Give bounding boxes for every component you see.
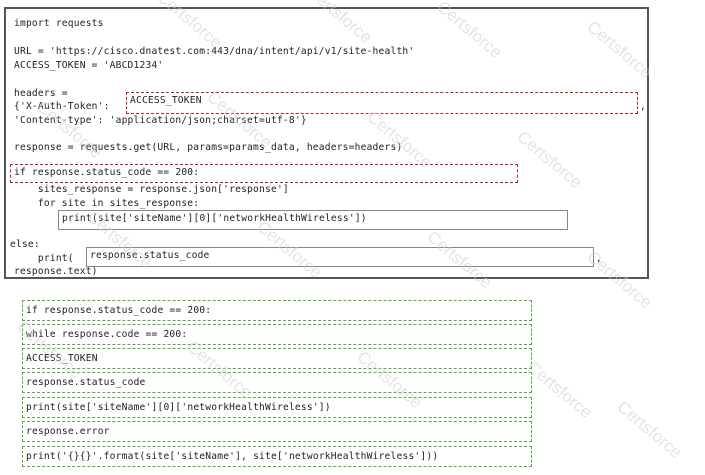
option-label: if response.status_code == 200: (26, 305, 212, 316)
option-access-token[interactable]: ACCESS_TOKEN (22, 348, 532, 369)
option-label: while response.code == 200: (26, 329, 188, 340)
code-line: headers = (14, 88, 68, 99)
code-comma: , (640, 101, 646, 112)
drop-target-auth-token[interactable]: ACCESS_TOKEN (126, 92, 638, 114)
code-line: 'Content-type': 'application/json;charse… (14, 115, 307, 126)
option-label: print('{}{}'.format(site['siteName'], si… (26, 451, 439, 462)
code-panel: import requests URL = 'https://cisco.dna… (4, 7, 649, 279)
watermark: Certsforce (523, 357, 596, 423)
option-if-status-code[interactable]: if response.status_code == 200: (22, 300, 532, 321)
drop-target-status[interactable]: response.status_code (86, 247, 594, 267)
code-line: import requests (14, 18, 104, 29)
option-label: print(site['siteName'][0]['networkHealth… (26, 402, 331, 413)
code-line: sites_response = response.json['response… (14, 184, 289, 195)
option-print-site-name-index[interactable]: print(site['siteName'][0]['networkHealth… (22, 397, 532, 418)
option-label: ACCESS_TOKEN (26, 353, 98, 364)
option-print-format[interactable]: print('{}{}'.format(site['siteName'], si… (22, 446, 532, 467)
code-line: for site in sites_response: (14, 198, 200, 209)
blank-fill: print(site['siteName'][0]['networkHealth… (62, 213, 367, 224)
blank-fill: if response.status_code == 200: (14, 167, 200, 178)
code-line: {'X-Auth-Token': (14, 101, 110, 112)
code-line: else: (10, 239, 40, 250)
code-line: print( (14, 253, 74, 264)
option-label: response.status_code (26, 377, 146, 388)
code-comma: , (596, 253, 602, 264)
drop-target-print[interactable]: print(site['siteName'][0]['networkHealth… (58, 210, 568, 230)
code-line: response = requests.get(URL, params=para… (14, 142, 403, 153)
option-label: response.error (26, 426, 110, 437)
option-while-response-code[interactable]: while response.code == 200: (22, 324, 532, 345)
option-response-error[interactable]: response.error (22, 421, 532, 442)
code-line: URL = 'https://cisco.dnatest.com:443/dna… (14, 46, 415, 57)
drop-target-condition[interactable]: if response.status_code == 200: (10, 164, 518, 183)
watermark: Certsforce (183, 337, 256, 403)
blank-fill: response.status_code (90, 250, 210, 261)
option-response-status-code[interactable]: response.status_code (22, 372, 532, 393)
code-line: response.text) (14, 266, 98, 277)
watermark: Certsforce (613, 397, 686, 463)
code-line: ACCESS_TOKEN = 'ABCD1234' (14, 60, 164, 71)
blank-fill: ACCESS_TOKEN (130, 95, 202, 106)
